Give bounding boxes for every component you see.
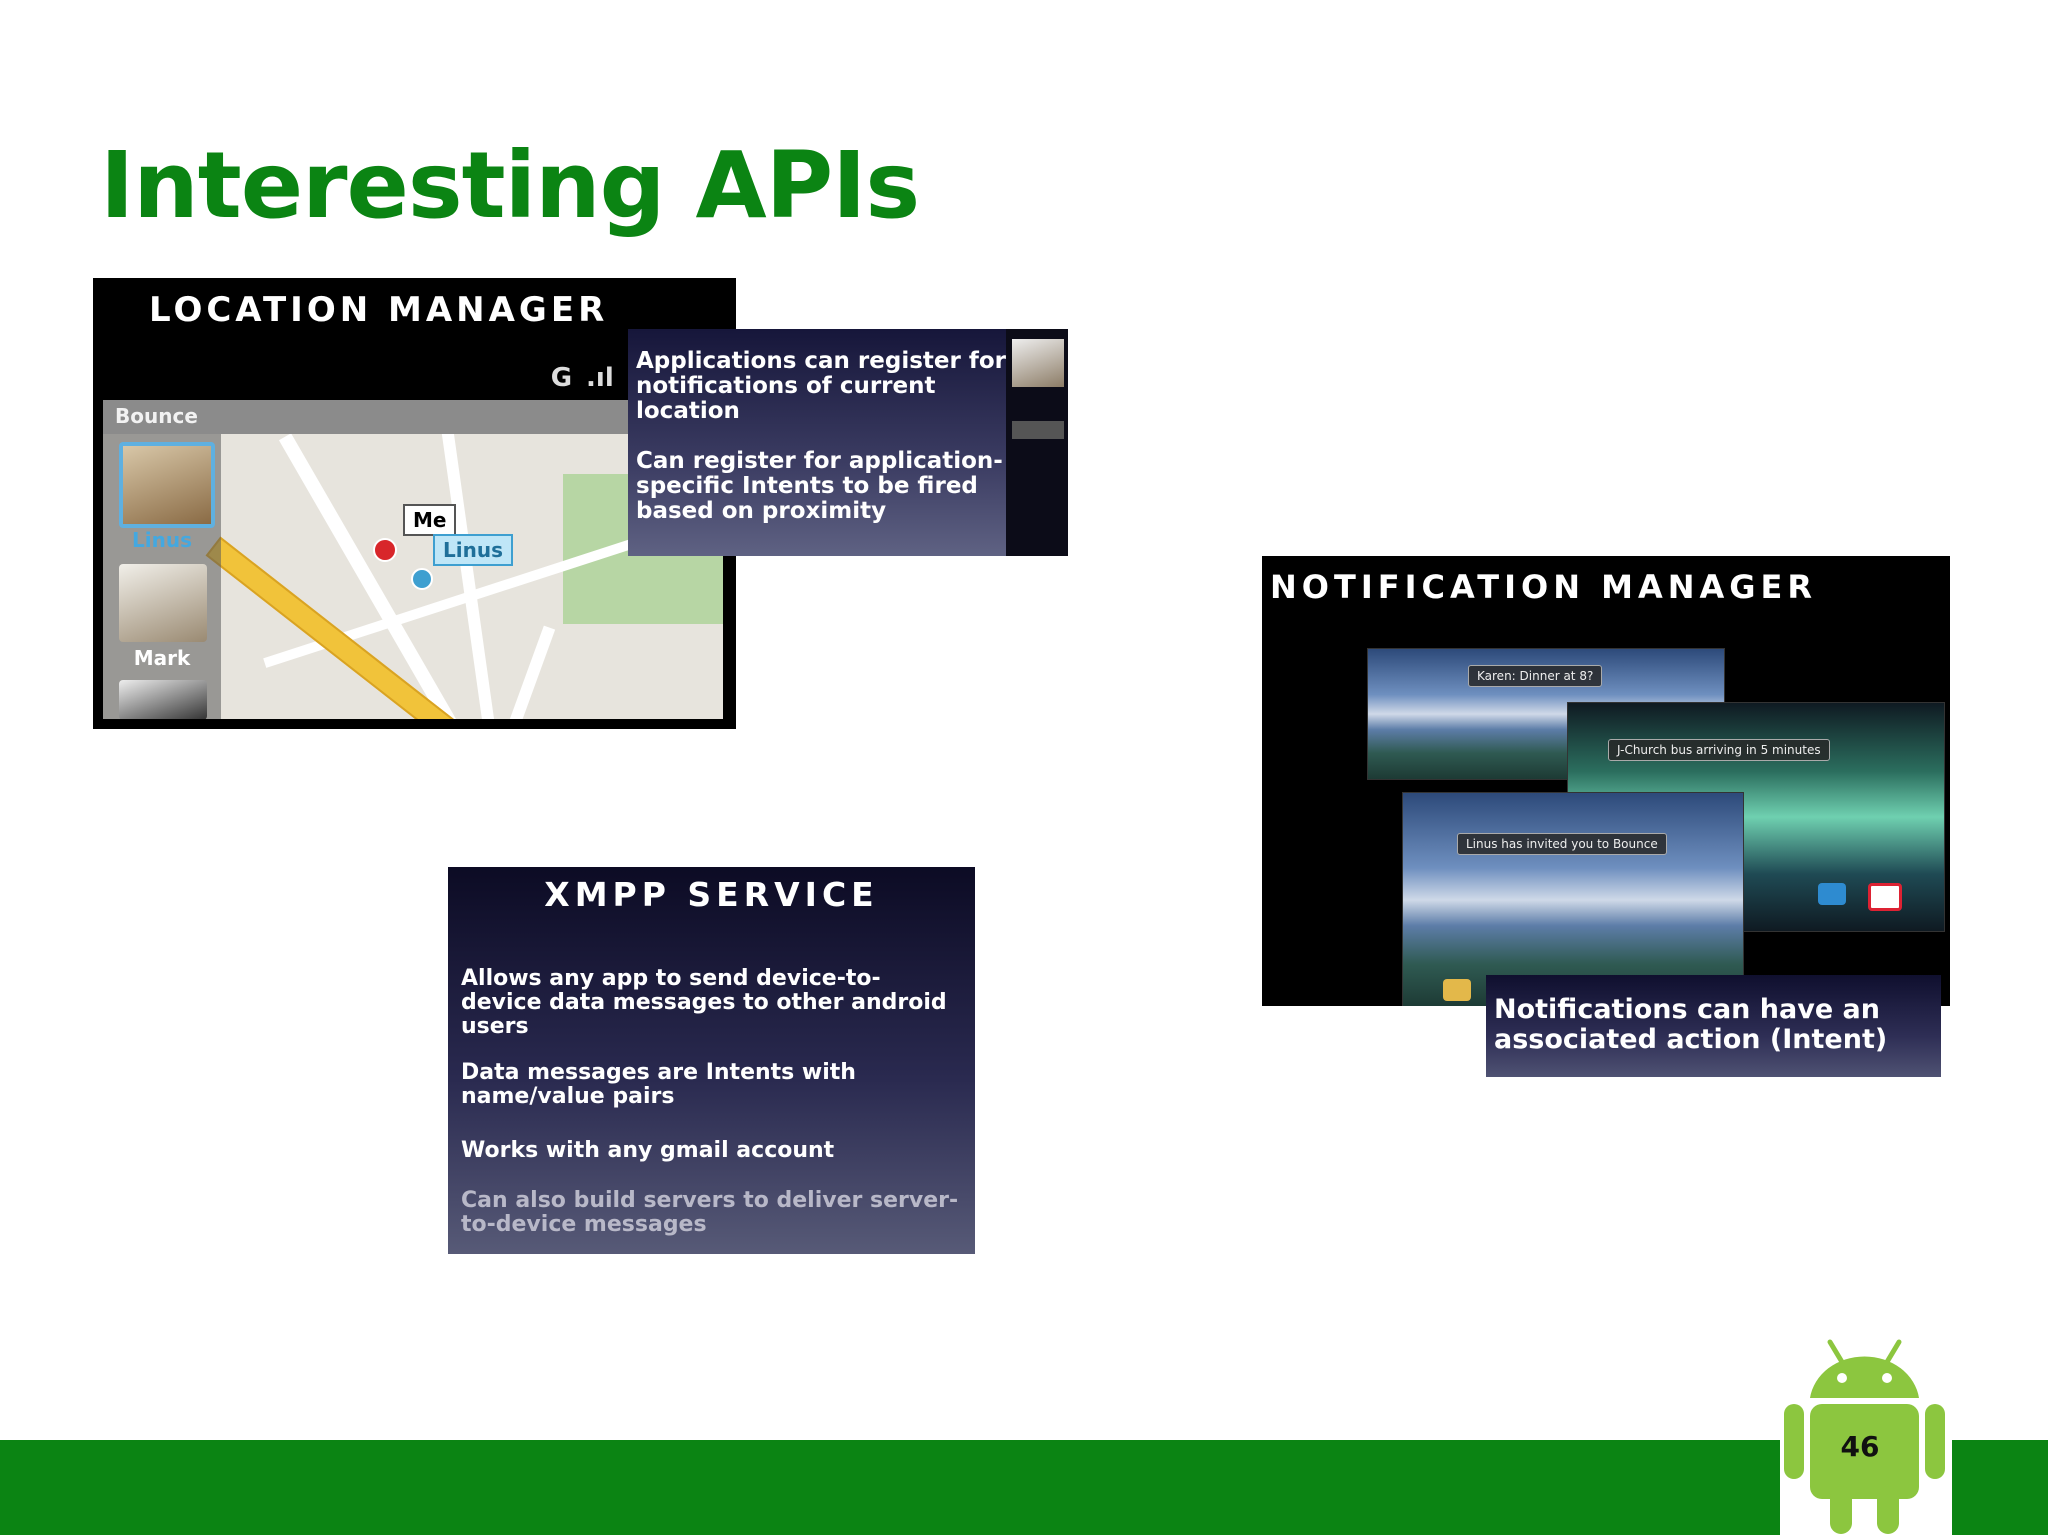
street — [440, 434, 498, 719]
street — [502, 625, 556, 719]
thumbnail-strip — [1006, 329, 1068, 556]
notification-toast: J-Church bus arriving in 5 minutes — [1608, 739, 1830, 761]
slide-title: Interesting APIs — [100, 132, 920, 239]
xmpp-text-3: Works with any gmail account — [461, 1138, 835, 1163]
phone-screen: Linus has invited you to Bounce — [1402, 792, 1744, 1006]
xmpp-text-4: Can also build servers to deliver server… — [461, 1188, 959, 1237]
network-icon: G — [550, 363, 573, 393]
notification-manager-heading: Notification Manager — [1270, 568, 1818, 606]
notification-manager-callout: Notifications can have an associated act… — [1486, 975, 1941, 1077]
contact-name-linus[interactable]: Linus — [132, 528, 192, 552]
location-callout-text-2: Can register for application-specific In… — [636, 448, 1003, 524]
gmail-icon[interactable] — [1868, 883, 1902, 911]
location-pin-me[interactable] — [373, 538, 397, 562]
folder-icon[interactable] — [1443, 979, 1471, 1001]
notification-toast: Karen: Dinner at 8? — [1468, 665, 1603, 687]
notification-toast: Linus has invited you to Bounce — [1457, 833, 1667, 855]
chrome-icon[interactable] — [1818, 883, 1846, 905]
xmpp-text-1: Allows any app to send device-to-device … — [461, 966, 947, 1039]
notification-callout-text: Notifications can have an associated act… — [1494, 994, 1888, 1055]
location-pin-linus[interactable] — [411, 568, 433, 590]
xmpp-service-image: XMPP Service Allows any app to send devi… — [448, 867, 975, 1254]
location-manager-callout: Applications can register for notificati… — [628, 329, 1068, 556]
avatar-contact[interactable] — [119, 680, 207, 719]
contact-name-mark[interactable]: Mark — [133, 646, 191, 670]
app-title-bar: Bounce — [103, 400, 723, 434]
android-logo — [1784, 1339, 1945, 1534]
location-callout-text-1: Applications can register for notificati… — [636, 348, 1007, 424]
contact-list: Linus Mark — [103, 434, 221, 719]
footer-bar — [0, 1440, 2048, 1535]
xmpp-heading: XMPP Service — [544, 875, 879, 914]
signal-icon: .ıl — [586, 363, 614, 393]
thumbnail-image — [1012, 421, 1064, 439]
notification-manager-image: Notification Manager Karen: Dinner at 8?… — [1262, 556, 1950, 1006]
page-number: 46 — [1840, 1430, 1880, 1463]
avatar-mark[interactable] — [119, 564, 207, 642]
location-manager-heading: Location Manager — [149, 290, 609, 330]
map-label-me: Me — [403, 504, 457, 536]
app-name: Bounce — [115, 404, 198, 428]
thumbnail-image — [1012, 339, 1064, 387]
map-label-linus: Linus — [433, 534, 513, 566]
xmpp-text-2: Data messages are Intents with name/valu… — [461, 1060, 856, 1109]
avatar-linus[interactable] — [119, 442, 215, 528]
